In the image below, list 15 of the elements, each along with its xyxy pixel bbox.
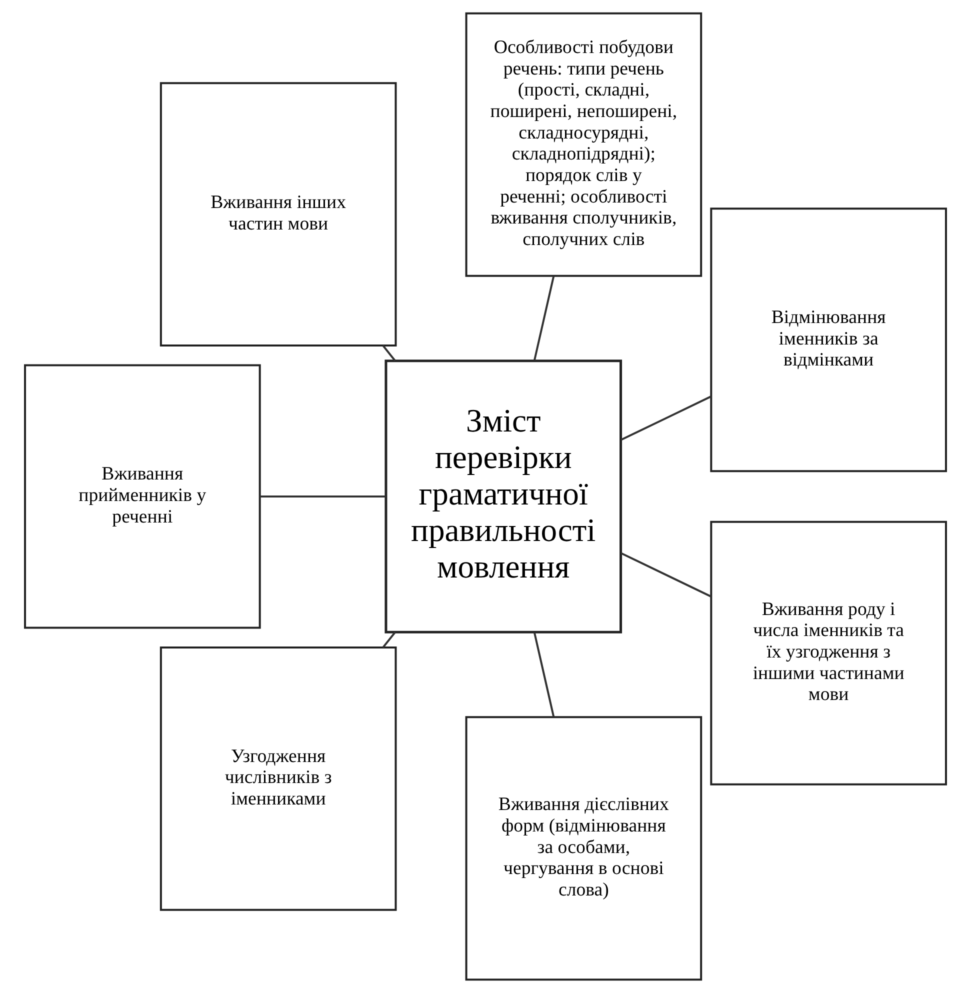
node-box: Узгодження числівників з іменниками [160,646,397,911]
connector [382,632,396,648]
connector [533,276,555,361]
node-box: Особливості побудови речень: типи речень (прості, складні, поширені, непоширені, складносурядні, складнопідрядні); порядок слів у реченні; особливості вживання сполучників, сполучних слів [465,12,702,277]
connector [533,632,555,717]
node-box: Вживання роду і числа іменників та їх узгодження з іншими частинами мови [710,520,947,786]
node-box: Відмінювання іменників за відмінками [710,208,947,472]
node-box: Вживання прийменників у реченні [24,364,261,629]
connector [382,344,396,362]
connector [620,396,712,441]
node-box: Вживання дієслівних форм (відмінювання за особами, чергування в основі слова) [465,716,702,981]
connector [620,552,712,598]
node-box: Вживання інших частин мови [160,82,397,347]
connector [260,496,386,498]
node-box: Зміст перевірки граматичної правильності мовлення [384,360,622,634]
